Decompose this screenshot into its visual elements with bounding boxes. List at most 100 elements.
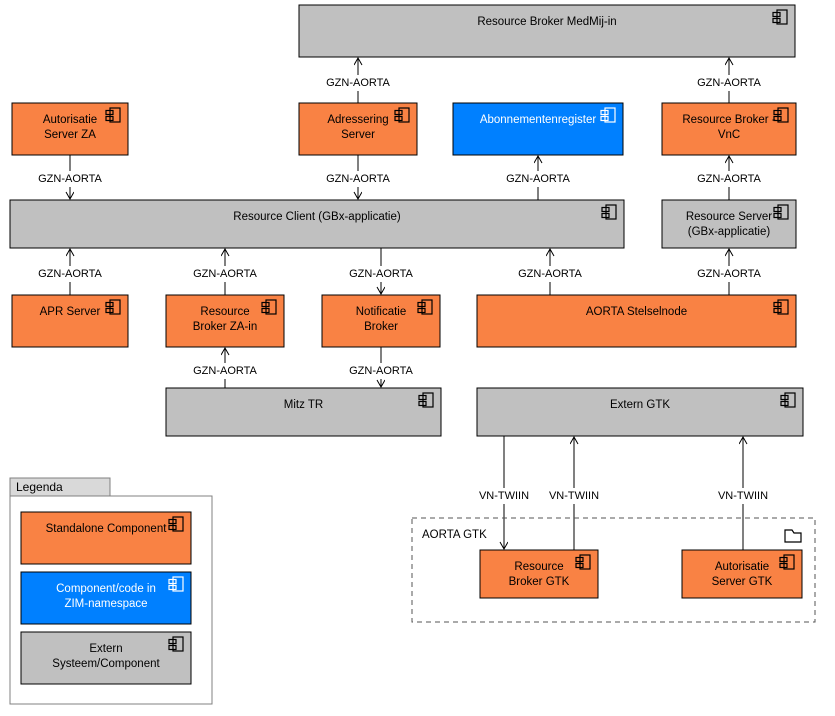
connector-label: GZN-AORTA (349, 365, 413, 377)
connector-label: GZN-AORTA (326, 173, 390, 185)
component-label: Broker (364, 321, 398, 333)
component-label: Extern (89, 643, 122, 655)
component-label: Resource Server (686, 211, 772, 223)
component-label: Notificatie (356, 306, 407, 318)
component-label: Abonnementenregister (480, 114, 597, 126)
connector-c8: GZN-AORTA (193, 249, 258, 295)
component-icon (773, 107, 789, 123)
component-label: Autorisatie (715, 561, 769, 573)
connector-label: GZN-AORTA (506, 173, 570, 185)
component-label: Standalone Component (46, 523, 168, 535)
component-label: Resource (514, 561, 563, 573)
connector-label: VN-TWIIN (718, 490, 768, 502)
connector-c3: GZN-AORTA (38, 155, 103, 199)
connector-label: GZN-AORTA (518, 268, 582, 280)
component-mitz-tr[interactable]: Mitz TR (165, 387, 442, 437)
component-label: Systeem/Component (52, 658, 160, 670)
component-icon (780, 392, 796, 408)
component-label: Mitz TR (284, 399, 323, 411)
component-label: Adressering (327, 114, 388, 126)
component-label: Resource (200, 306, 249, 318)
component-label: Broker GTK (509, 576, 570, 588)
component-aorta-stelselnode[interactable]: AORTA Stelselnode (476, 294, 797, 348)
connector-label: GZN-AORTA (193, 365, 257, 377)
connector-c12: GZN-AORTA (193, 348, 258, 388)
connector-label: GZN-AORTA (326, 77, 390, 89)
component-icon (417, 299, 433, 315)
connector-c11: GZN-AORTA (697, 249, 762, 295)
component-icon (773, 204, 789, 220)
component-extern-gtk[interactable]: Extern GTK (476, 387, 804, 437)
package-layer: AORTA GTK (411, 517, 816, 623)
component-label: Resource Broker - (682, 114, 775, 126)
component-label: Resource Client (GBx-applicatie) (233, 211, 401, 223)
legend-item-legend-standalone[interactable]: Standalone Component (20, 511, 192, 565)
connector-c13: GZN-AORTA (349, 347, 414, 387)
component-rb-vnc[interactable]: Resource Broker - VnC (661, 102, 797, 156)
component-label: Component/code in (56, 583, 156, 595)
component-icon (575, 554, 591, 570)
component-layer: Resource Broker MedMij-inAutorisatieServ… (9, 4, 804, 599)
component-apr-server[interactable]: APR Server (11, 294, 129, 348)
component-label: Server ZA (44, 129, 96, 141)
component-abonnementenregister[interactable]: Abonnementenregister (452, 102, 624, 156)
legend-tab (9, 477, 111, 497)
legend-title: Legenda (16, 480, 63, 494)
connector-c2: GZN-AORTA (697, 58, 762, 103)
component-icon (773, 299, 789, 315)
connector-c7: GZN-AORTA (38, 249, 103, 295)
component-icon (168, 576, 184, 592)
component-label: Broker ZA-in (193, 321, 258, 333)
component-icon (105, 107, 121, 123)
connector-c1: GZN-AORTA (326, 58, 391, 103)
connector-c15: VN-TWIIN (546, 437, 602, 550)
component-icon (168, 516, 184, 532)
component-label: APR Server (40, 306, 101, 318)
component-label: AORTA Stelselnode (586, 306, 687, 318)
package-aorta-gtk[interactable]: AORTA GTK (411, 517, 816, 623)
folder-icon (784, 529, 802, 543)
connector-c10: GZN-AORTA (518, 249, 583, 295)
connector-label: GZN-AORTA (697, 173, 761, 185)
connector-label: GZN-AORTA (193, 268, 257, 280)
component-label: Resource Broker MedMij-in (477, 16, 616, 28)
connector-label: GZN-AORTA (38, 173, 102, 185)
connector-c4: GZN-AORTA (326, 155, 391, 199)
connector-c16: VN-TWIIN (715, 437, 771, 550)
component-resource-client[interactable]: Resource Client (GBx-applicatie) (9, 199, 625, 249)
connector-c5: GZN-AORTA (506, 156, 571, 200)
connector-c9: GZN-AORTA (349, 248, 414, 294)
package-label: AORTA GTK (422, 529, 487, 541)
component-label: VnC (718, 129, 740, 141)
component-label: Server (341, 129, 375, 141)
connector-label: GZN-AORTA (697, 268, 761, 280)
component-icon (394, 107, 410, 123)
connector-label: VN-TWIIN (549, 490, 599, 502)
component-label: Extern GTK (610, 399, 670, 411)
component-icon (168, 636, 184, 652)
connector-label: VN-TWIIN (479, 490, 529, 502)
component-label: ZIM-namespace (64, 598, 147, 610)
component-resource-server[interactable]: Resource Server (GBx-applicatie) (661, 199, 797, 249)
connector-label: GZN-AORTA (38, 268, 102, 280)
component-label: (GBx-applicatie) (688, 226, 771, 238)
component-icon (600, 107, 616, 123)
component-icon (105, 299, 121, 315)
component-rb-medmij-in[interactable]: Resource Broker MedMij-in (298, 4, 796, 58)
connector-c14: VN-TWIIN (476, 436, 532, 549)
connector-label: GZN-AORTA (349, 268, 413, 280)
legend-item-legend-zim[interactable]: Component/code in ZIM-namespace (20, 571, 192, 625)
component-icon (772, 9, 788, 25)
component-label: Autorisatie (43, 114, 97, 126)
component-icon (261, 299, 277, 315)
